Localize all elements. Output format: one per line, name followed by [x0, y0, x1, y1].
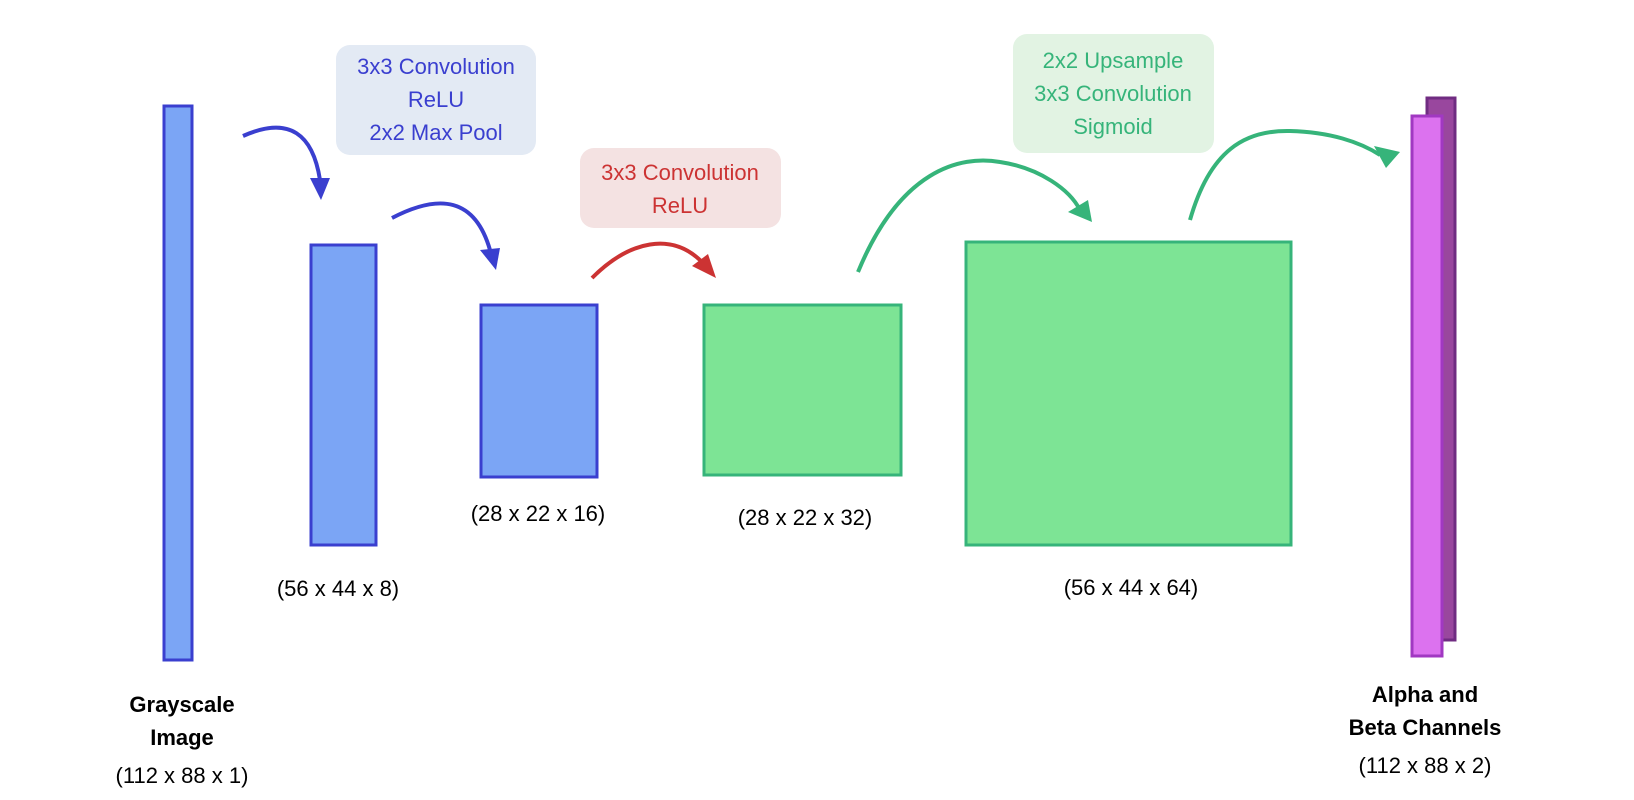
bottleneck-operation-box	[580, 148, 781, 228]
arrow-decoder-to-output-head	[1374, 146, 1400, 168]
encoder-layer-2-block	[479, 303, 599, 479]
arrow-input-to-encoder-1	[242, 125, 322, 181]
arrow-encoder-1-to-encoder-2	[391, 201, 492, 251]
bottleneck-layer-dims: (28 x 22 x 32)	[738, 505, 873, 530]
decoder-op-line-3: Sigmoid	[1073, 114, 1152, 139]
output-title-line-2: Beta Channels	[1349, 715, 1502, 740]
arrow-bottleneck-to-decoder	[856, 158, 1082, 273]
encoder-op-line-1: 3x3 Convolution	[357, 54, 515, 79]
encoder-op-line-3: 2x2 Max Pool	[369, 120, 502, 145]
arrow-encoder-1-to-encoder-2-head	[480, 248, 500, 270]
output-dims: (112 x 88 x 2)	[1359, 753, 1492, 778]
encoder-layer-1-block	[309, 243, 378, 547]
bottleneck-layer-block	[702, 303, 903, 477]
input-title-line-2: Image	[150, 725, 214, 750]
output-layer-front-block	[1410, 114, 1444, 658]
decoder-op-line-1: 2x2 Upsample	[1043, 48, 1184, 73]
decoder-op-line-2: 3x3 Convolution	[1034, 81, 1192, 106]
input-dims: (112 x 88 x 1)	[116, 763, 249, 788]
input-layer-block	[162, 104, 194, 662]
encoder-op-line-2: ReLU	[408, 87, 464, 112]
encoder-operation-box	[336, 45, 536, 155]
decoder-layer-dims: (56 x 44 x 64)	[1064, 575, 1199, 600]
decoder-layer-block	[964, 240, 1293, 547]
input-title-line-1: Grayscale	[129, 692, 234, 717]
arrow-decoder-to-output	[1188, 128, 1382, 221]
arrow-encoder-2-to-bottleneck	[590, 241, 704, 280]
arrow-bottleneck-to-decoder-head	[1068, 200, 1092, 222]
arrow-encoder-2-to-bottleneck-head	[692, 254, 716, 278]
output-title-line-1: Alpha and	[1372, 682, 1478, 707]
bottleneck-op-line-2: ReLU	[652, 193, 708, 218]
decoder-operation-box	[1013, 34, 1214, 153]
bottleneck-op-line-1: 3x3 Convolution	[601, 160, 759, 185]
encoder-layer-2-dims: (28 x 22 x 16)	[471, 501, 606, 526]
encoder-layer-1-dims: (56 x 44 x 8)	[277, 576, 399, 601]
arrow-input-to-encoder-1-head	[310, 178, 330, 200]
